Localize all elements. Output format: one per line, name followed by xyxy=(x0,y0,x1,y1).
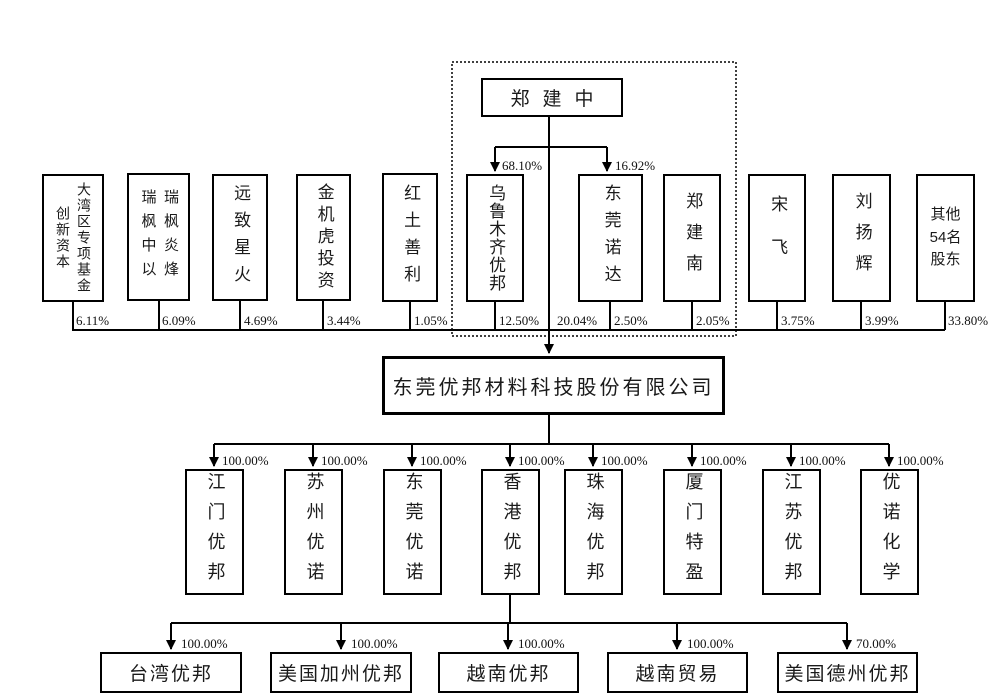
subsidiary-pct-7: 100.00% xyxy=(897,453,944,468)
overseas-box-texas: 美国德州优邦 xyxy=(777,652,918,693)
subsidiary-box-zhuhai: 珠海优邦 xyxy=(564,469,623,595)
overseas-pct-1: 100.00% xyxy=(351,636,398,651)
shareholder-pct-5: 12.50% xyxy=(499,313,540,328)
person-holding-pct-direct: 20.04% xyxy=(557,313,598,328)
shareholder-pct-4: 1.05% xyxy=(414,313,448,328)
shareholder-box-ruifeng: 瑞枫炎烽 瑞枫中以 xyxy=(127,173,190,301)
shareholder-pct-3: 3.44% xyxy=(327,313,361,328)
shareholder-box-liuyanghui: 刘扬辉 xyxy=(832,174,891,302)
shareholder-box-dongguannuoda: 东莞诺达 xyxy=(578,174,643,302)
shareholder-box-hongtushanli: 红土善利 xyxy=(382,173,438,302)
shareholder-pct-7: 2.05% xyxy=(696,313,730,328)
shareholder-pct-9: 3.99% xyxy=(865,313,899,328)
subsidiary-pct-0: 100.00% xyxy=(222,453,269,468)
overseas-box-california: 美国加州优邦 xyxy=(270,652,412,693)
node-top-person: 郑建中 xyxy=(481,78,623,117)
subsidiary-box-xiamen: 厦门特盈 xyxy=(663,469,722,595)
overseas-pct-0: 100.00% xyxy=(181,636,228,651)
subsidiary-pct-2: 100.00% xyxy=(420,453,467,468)
shareholder-box-jinjihu: 金机虎投资 xyxy=(296,174,351,301)
subsidiary-pct-1: 100.00% xyxy=(321,453,368,468)
subsidiary-box-jiangmen: 江门优邦 xyxy=(185,469,244,595)
shareholder-pct-6: 2.50% xyxy=(614,313,648,328)
subsidiary-box-jiangsu: 江苏优邦 xyxy=(762,469,821,595)
company-box: 东莞优邦材料科技股份有限公司 xyxy=(382,356,725,415)
control-group-outline xyxy=(451,61,737,337)
shareholder-pct-0: 6.11% xyxy=(76,313,110,328)
overseas-pct-3: 100.00% xyxy=(687,636,734,651)
shareholder-pct-8: 3.75% xyxy=(781,313,815,328)
shareholder-pct-1: 6.09% xyxy=(162,313,196,328)
overseas-pct-2: 100.00% xyxy=(518,636,565,651)
subsidiary-pct-5: 100.00% xyxy=(700,453,747,468)
subsidiary-pct-6: 100.00% xyxy=(799,453,846,468)
subsidiary-box-suzhou: 苏州优诺 xyxy=(284,469,343,595)
shareholder-box-dawanqu: 大湾区专项基金 创新资本 xyxy=(42,174,104,302)
shareholder-box-others: 其他 54名 股东 xyxy=(916,174,975,302)
overseas-box-vietnam: 越南优邦 xyxy=(438,652,579,693)
shareholder-box-songfei: 宋飞 xyxy=(748,174,806,302)
subsidiary-box-dongguan: 东莞优诺 xyxy=(383,469,442,595)
shareholder-box-zhengjiannan: 郑建南 xyxy=(663,174,721,302)
person-holding-pct-wulumuqi: 68.10% xyxy=(502,158,543,173)
subsidiary-box-hongkong: 香港优邦 xyxy=(481,469,540,595)
shareholder-box-yuanzhixinghuo: 远致星火 xyxy=(212,174,268,301)
shareholder-pct-2: 4.69% xyxy=(244,313,278,328)
overseas-box-taiwan: 台湾优邦 xyxy=(100,652,242,693)
subsidiary-box-younuo: 优诺化学 xyxy=(860,469,919,595)
subsidiary-pct-4: 100.00% xyxy=(601,453,648,468)
overseas-pct-4: 70.00% xyxy=(856,636,897,651)
overseas-box-vietnam-trading: 越南贸易 xyxy=(607,652,748,693)
person-holding-pct-dongguannuoda: 16.92% xyxy=(615,158,656,173)
shareholder-pct-10: 33.80% xyxy=(948,313,989,328)
subsidiary-pct-3: 100.00% xyxy=(518,453,565,468)
shareholder-box-wulumuqi: 乌鲁木齐优邦 xyxy=(466,174,524,302)
